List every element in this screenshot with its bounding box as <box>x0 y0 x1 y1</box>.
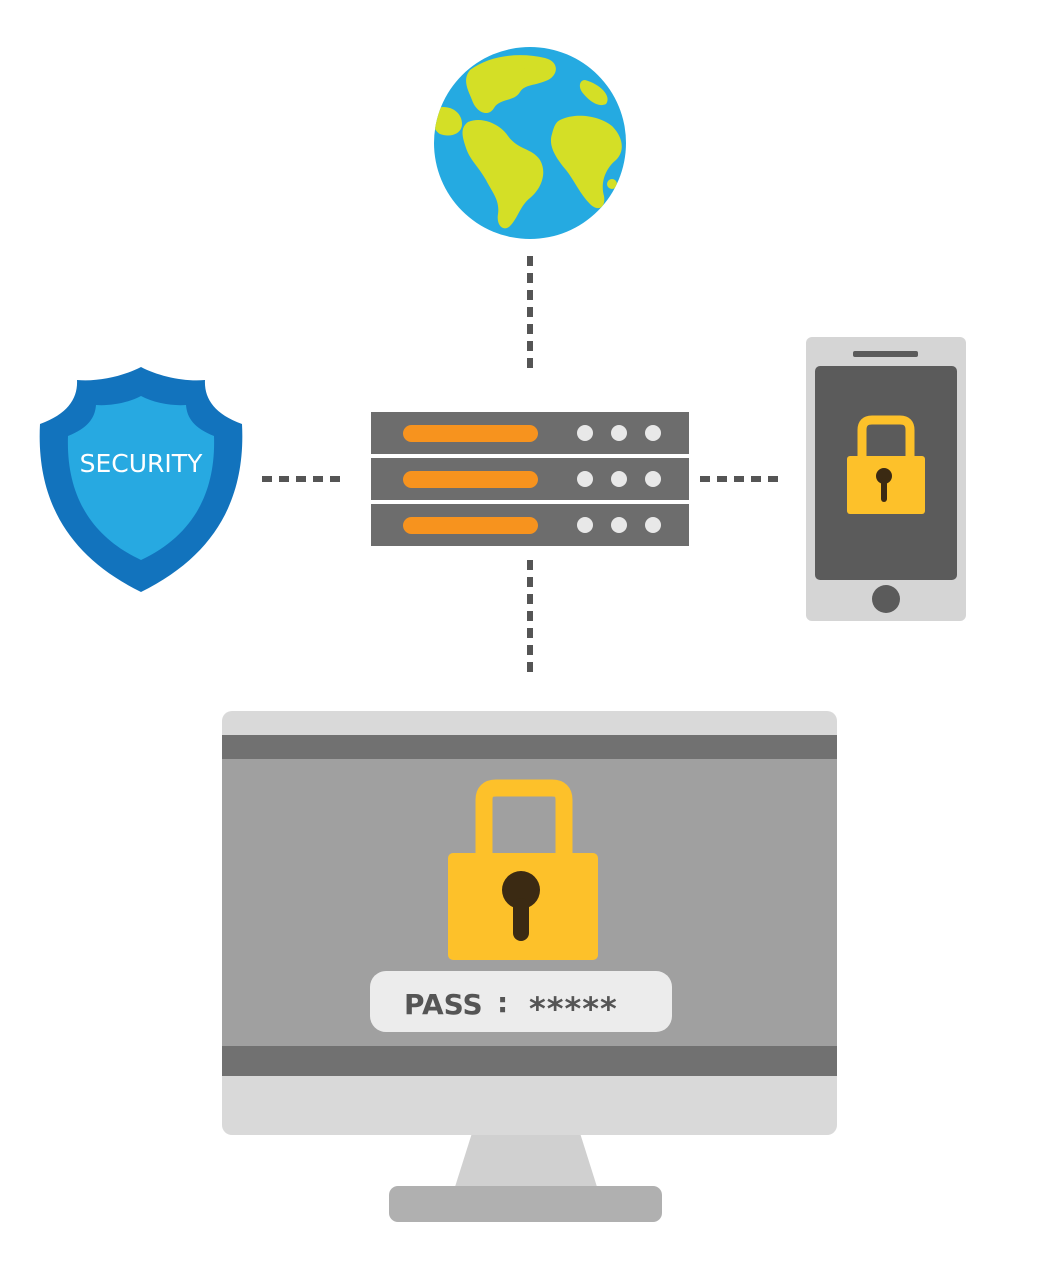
monitor-stand <box>454 1133 598 1190</box>
server-unit <box>371 504 689 546</box>
lock-icon <box>847 415 925 514</box>
connector-server-phone <box>700 476 778 482</box>
server-icon <box>371 412 689 546</box>
password-separator: : <box>497 986 508 1019</box>
password-value: ***** <box>529 990 618 1028</box>
server-unit <box>371 458 689 500</box>
server-unit <box>371 412 689 454</box>
connector-shield-server <box>262 476 340 482</box>
password-label: PASS <box>404 988 483 1021</box>
monitor-icon: PASS : ***** <box>222 711 837 1222</box>
lock-icon <box>448 779 598 960</box>
connector-globe-server <box>527 256 533 368</box>
password-field: PASS : ***** <box>370 971 672 1032</box>
connector-server-monitor <box>527 560 533 672</box>
globe-icon <box>434 47 626 239</box>
shield-label: SECURITY <box>80 449 203 478</box>
smartphone-icon <box>806 337 966 621</box>
monitor-base <box>389 1186 662 1222</box>
shield-icon: SECURITY <box>39 367 243 592</box>
